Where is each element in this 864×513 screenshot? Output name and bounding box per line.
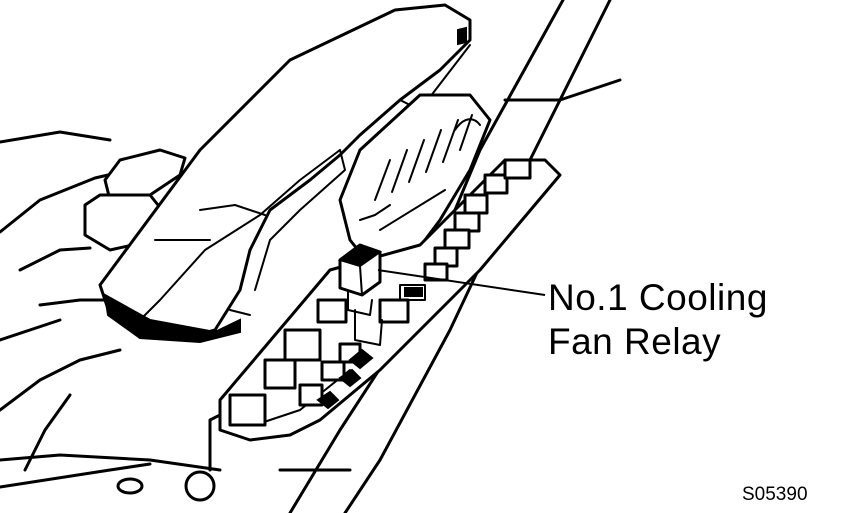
callout-label-line2: Fan Relay xyxy=(548,321,722,362)
relay-box xyxy=(218,158,562,442)
figure-code: S05390 xyxy=(742,484,808,505)
engine-fins xyxy=(338,93,492,267)
cooling-fan-relay xyxy=(337,243,383,346)
callout-label-line1: No.1 Cooling xyxy=(548,277,768,318)
engine-cover xyxy=(98,3,472,344)
body-panel-lines xyxy=(0,0,622,513)
bottom-grommets xyxy=(116,470,216,502)
callout-label: No.1 Cooling Fan Relay xyxy=(548,276,848,364)
callout-leader-line xyxy=(377,269,546,296)
